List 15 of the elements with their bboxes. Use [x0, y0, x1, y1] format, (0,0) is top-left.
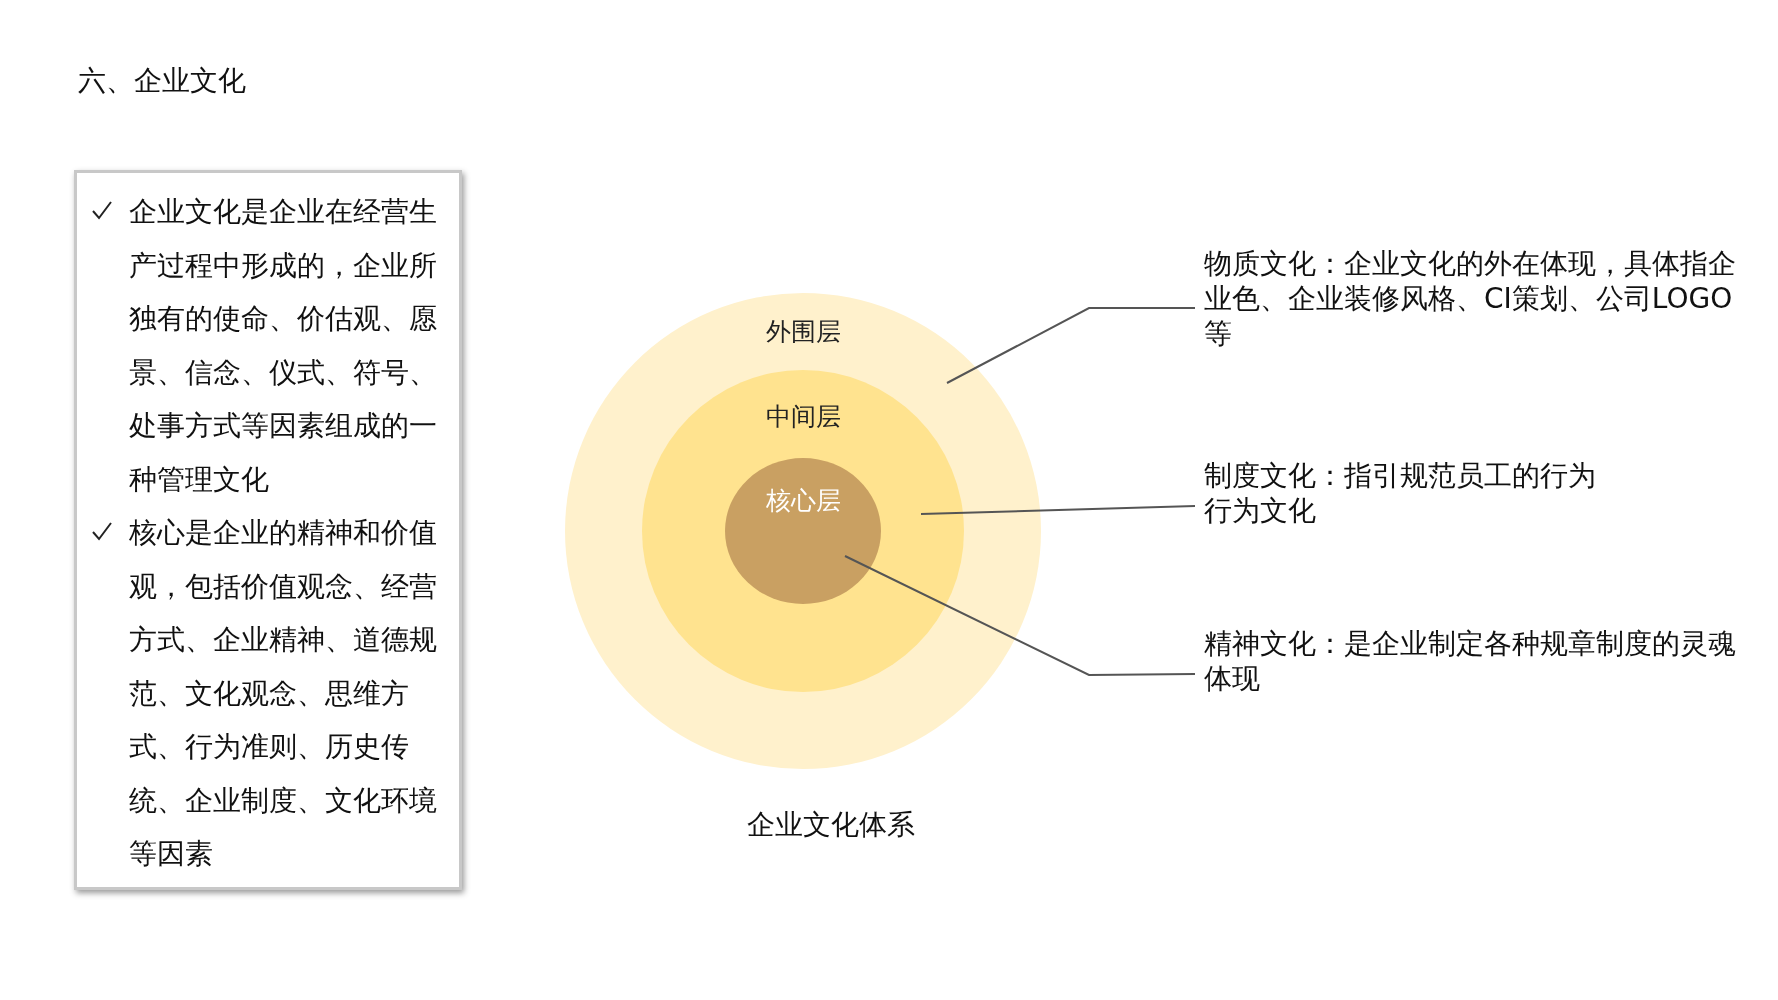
layer-label: 外围层 — [764, 316, 842, 348]
layer-label: 核心层 — [764, 485, 842, 517]
title: 六、企业文化 — [78, 63, 246, 99]
description-text: 制度文化：指引规范员工的行为 — [1204, 458, 1597, 493]
leader-line — [920, 505, 1196, 515]
caption: 企业文化体系 — [746, 807, 916, 843]
description-text: 物质文化：企业文化的外在体现，具体指企业色、企业装修风格、CI策划、公司LOGO等 — [1204, 246, 1737, 351]
leader-line — [844, 555, 1196, 676]
layer-label: 中间层 — [764, 401, 842, 433]
text-card — [74, 170, 462, 890]
description-text: 精神文化：是企业制定各种规章制度的灵魂体现 — [1204, 626, 1737, 696]
leader-line — [946, 307, 1196, 384]
description-text: 行为文化 — [1204, 493, 1317, 528]
bullet-text: 企业文化是企业在经营生产过程中形成的，企业所独有的使命、价估观、愿景、信念、仪式、符号、处事方式等因素组成的一种管理文化 — [129, 194, 438, 498]
bullet-text: 核心是企业的精神和价值观，包括价值观念、经营方式、企业精神、道德规范、文化观念、思维方式、行为准则、历史传统、企业制度、文化环境等因素 — [129, 515, 438, 872]
